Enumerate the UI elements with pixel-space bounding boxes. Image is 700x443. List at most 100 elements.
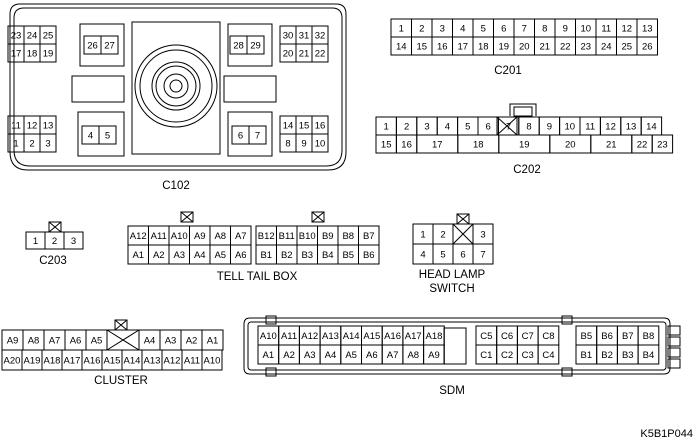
pin-label: 6 xyxy=(501,24,506,35)
pin-cell xyxy=(39,133,57,153)
blanked-cavity xyxy=(106,329,140,351)
pin-label: A7 xyxy=(49,336,61,347)
sdm-label: SDM xyxy=(439,385,465,397)
pin-label: 3 xyxy=(45,139,50,150)
sdm-end-tab xyxy=(667,358,681,369)
tell-tail-box-label: TELL TAIL BOX xyxy=(217,271,298,283)
pin-label: A3 xyxy=(173,250,185,261)
pin-label: 13 xyxy=(626,122,637,133)
c102-boss-ring xyxy=(139,49,213,123)
pin-label: A18 xyxy=(425,331,442,342)
pin-label: A16 xyxy=(384,331,401,342)
pin-label: 3 xyxy=(480,230,485,241)
pin-label: A18 xyxy=(44,356,61,367)
pin-label: 15 xyxy=(381,140,392,151)
pin-label: 6 xyxy=(486,122,491,133)
c102-cavity xyxy=(79,23,125,67)
pin-label: B12 xyxy=(258,231,275,242)
pin-label: 13 xyxy=(642,24,653,35)
pin-label: 15 xyxy=(416,42,427,53)
pin-label: A4 xyxy=(325,350,337,361)
pin-label: A5 xyxy=(91,336,103,347)
pin-label: 11 xyxy=(11,121,21,132)
pin-label: 17 xyxy=(457,42,468,53)
pin-label: 1 xyxy=(13,139,18,150)
pin-label: 5 xyxy=(440,250,445,261)
c102-cavity xyxy=(223,75,277,103)
pin-label: B5 xyxy=(342,250,354,261)
pin-label: B2 xyxy=(601,350,613,361)
pin-cell xyxy=(311,43,329,63)
pin-label: C2 xyxy=(501,350,513,361)
pin-label: C5 xyxy=(480,331,492,342)
pin-label: A6 xyxy=(235,250,247,261)
c102-label: C102 xyxy=(162,180,190,192)
pin-label: 10 xyxy=(580,24,591,35)
c102-boss-ring xyxy=(163,73,189,99)
pin-label: 23 xyxy=(11,31,22,42)
connector-c201: C201 xyxy=(494,65,522,77)
pin-label: 2 xyxy=(440,230,445,241)
pin-label: 8 xyxy=(526,122,531,133)
pin-label: B2 xyxy=(281,250,293,261)
pin-label: A9 xyxy=(194,231,206,242)
pin-label: A16 xyxy=(84,356,101,367)
pin-label: A9 xyxy=(7,336,19,347)
pin-label: 3 xyxy=(71,236,76,247)
pin-label: B7 xyxy=(622,331,634,342)
pin-label: A13 xyxy=(144,356,161,367)
pin-label: A7 xyxy=(387,350,399,361)
pin-label: 5 xyxy=(465,122,470,133)
pin-label: 21 xyxy=(539,42,550,53)
pin-label: A6 xyxy=(70,336,82,347)
c102-cavity xyxy=(77,111,125,157)
pin-cell xyxy=(651,134,674,154)
pin-label: A2 xyxy=(283,350,295,361)
pin-label: A7 xyxy=(235,231,247,242)
pin-label: 8 xyxy=(285,139,290,150)
pin-label: 7 xyxy=(480,250,485,261)
pin-label: B6 xyxy=(363,250,375,261)
pin-label: B4 xyxy=(643,350,655,361)
pin-label: 22 xyxy=(315,49,326,60)
pin-label: 5 xyxy=(105,131,110,142)
pin-label: A3 xyxy=(165,336,177,347)
head-lamp-switch-label-line1: HEAD LAMP xyxy=(419,269,486,281)
pin-label: 22 xyxy=(560,42,571,53)
pin-label: 26 xyxy=(642,42,653,53)
pin-label: 14 xyxy=(283,121,294,132)
pin-cell xyxy=(63,231,84,250)
c202-latch xyxy=(509,103,537,116)
blanked-cavity xyxy=(456,213,470,225)
pin-label: 14 xyxy=(396,42,407,53)
pin-label: 14 xyxy=(646,122,657,133)
pin-label: 22 xyxy=(637,140,648,151)
pin-label: 16 xyxy=(315,121,326,132)
pin-label: A13 xyxy=(322,331,339,342)
pin-label: 4 xyxy=(88,131,93,142)
pin-label: A17 xyxy=(405,331,422,342)
pin-label: 1 xyxy=(384,122,389,133)
c202-label: C202 xyxy=(513,164,541,176)
pin-label: A1 xyxy=(263,350,275,361)
pin-label: 15 xyxy=(299,121,310,132)
blanked-cavity xyxy=(452,223,474,245)
pin-cell xyxy=(98,125,117,145)
pin-label: A4 xyxy=(194,250,206,261)
c102-boss-ring xyxy=(151,61,201,111)
pin-label: 4 xyxy=(445,122,450,133)
pin-label: 11 xyxy=(585,122,595,133)
pin-label: 11 xyxy=(601,24,611,35)
pin-label: 2 xyxy=(419,24,424,35)
pin-label: 10 xyxy=(315,139,326,150)
pin-label: B7 xyxy=(363,231,375,242)
pin-label: B1 xyxy=(581,350,593,361)
pin-label: A8 xyxy=(407,350,419,361)
c102-center-boss xyxy=(131,21,221,155)
pin-label: A9 xyxy=(428,350,440,361)
pin-label: 21 xyxy=(606,140,617,151)
pin-label: 7 xyxy=(255,131,260,142)
pin-label: 17 xyxy=(11,49,22,60)
pin-label: 4 xyxy=(420,250,425,261)
pin-label: 1 xyxy=(33,236,38,247)
